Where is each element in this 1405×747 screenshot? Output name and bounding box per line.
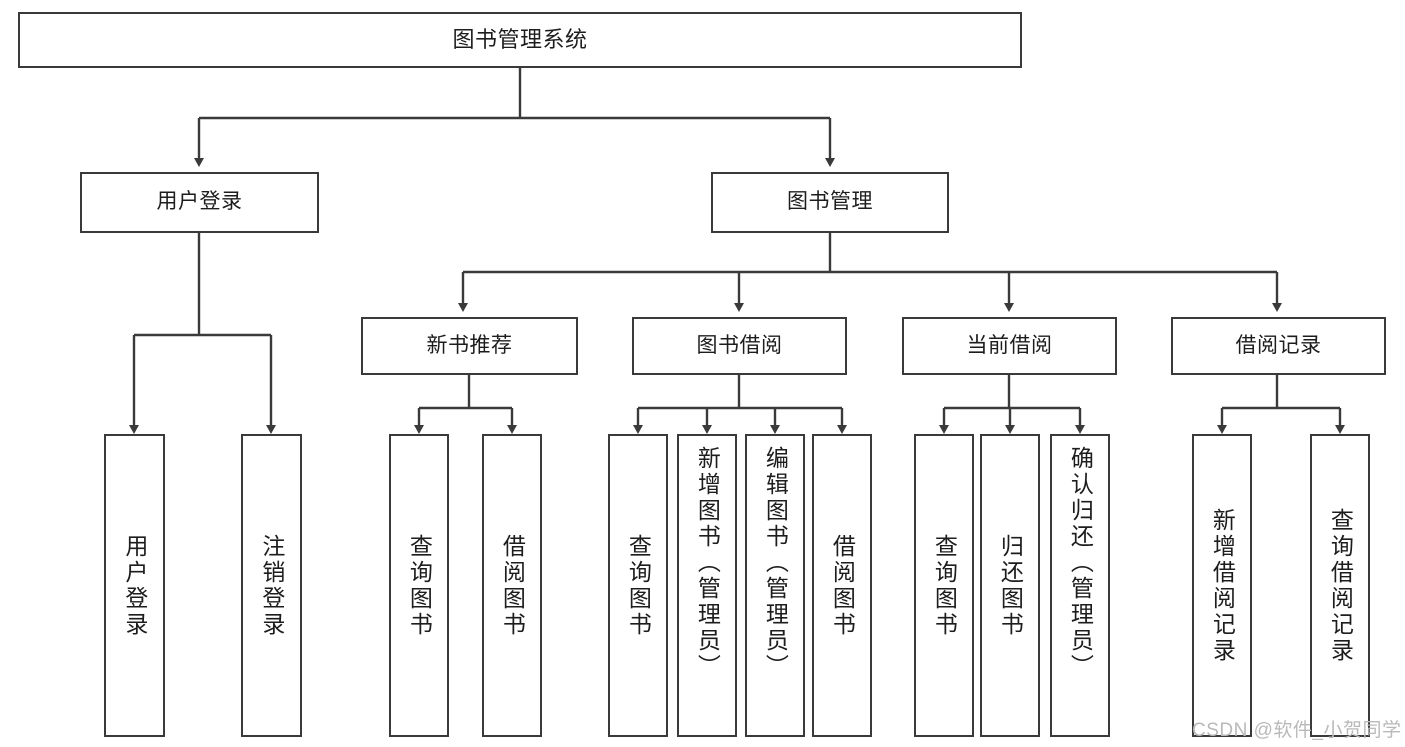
node-leaf-confirm-return-label: 确认归还（管理员） (1067, 446, 1094, 680)
node-leaf-return-book-label: 归还图书 (997, 533, 1024, 638)
node-book-manage[interactable]: 图书管理 (711, 172, 949, 233)
node-book-borrow-label: 图书借阅 (696, 333, 783, 357)
node-leaf-add-book[interactable]: 新增图书（管理员） (677, 434, 737, 737)
node-leaf-query-book-1[interactable]: 查询图书 (389, 434, 449, 737)
node-user-login[interactable]: 用户登录 (80, 172, 319, 233)
node-root-label: 图书管理系统 (452, 27, 588, 53)
node-leaf-user-logout-label: 注销登录 (258, 533, 285, 638)
node-leaf-add-record[interactable]: 新增借阅记录 (1192, 434, 1252, 737)
node-leaf-borrow-book-1[interactable]: 借阅图书 (482, 434, 542, 737)
node-borrow-record-label: 借阅记录 (1235, 333, 1322, 357)
node-leaf-add-book-label: 新增图书（管理员） (694, 446, 721, 680)
node-leaf-query-record-label: 查询借阅记录 (1327, 507, 1354, 664)
node-current-borrow-label: 当前借阅 (966, 333, 1053, 357)
node-leaf-user-login-label: 用户登录 (121, 533, 148, 638)
node-book-borrow[interactable]: 图书借阅 (632, 317, 847, 375)
node-leaf-query-record[interactable]: 查询借阅记录 (1310, 434, 1370, 737)
node-leaf-edit-book-label: 编辑图书（管理员） (762, 446, 789, 680)
node-leaf-query-book-2[interactable]: 查询图书 (608, 434, 668, 737)
node-user-login-label: 用户登录 (156, 190, 243, 214)
node-leaf-query-book-2-label: 查询图书 (625, 533, 652, 638)
node-leaf-edit-book[interactable]: 编辑图书（管理员） (745, 434, 805, 737)
node-leaf-query-book-3[interactable]: 查询图书 (914, 434, 974, 737)
node-leaf-user-logout[interactable]: 注销登录 (241, 434, 302, 737)
node-root[interactable]: 图书管理系统 (18, 12, 1022, 68)
node-leaf-query-book-1-label: 查询图书 (406, 533, 433, 638)
node-leaf-borrow-book-1-label: 借阅图书 (499, 533, 526, 638)
node-leaf-return-book[interactable]: 归还图书 (980, 434, 1040, 737)
node-leaf-user-login[interactable]: 用户登录 (104, 434, 165, 737)
node-new-book-recommend[interactable]: 新书推荐 (361, 317, 578, 375)
node-leaf-query-book-3-label: 查询图书 (931, 533, 958, 638)
node-borrow-record[interactable]: 借阅记录 (1171, 317, 1386, 375)
node-new-book-recommend-label: 新书推荐 (426, 333, 513, 357)
node-book-manage-label: 图书管理 (787, 190, 873, 214)
node-leaf-borrow-book-2-label: 借阅图书 (829, 533, 856, 638)
watermark: CSDN @软件_小贺同学 (1192, 720, 1402, 741)
node-leaf-borrow-book-2[interactable]: 借阅图书 (812, 434, 872, 737)
node-leaf-add-record-label: 新增借阅记录 (1209, 507, 1236, 664)
node-leaf-confirm-return[interactable]: 确认归还（管理员） (1050, 434, 1110, 737)
node-current-borrow[interactable]: 当前借阅 (902, 317, 1117, 375)
